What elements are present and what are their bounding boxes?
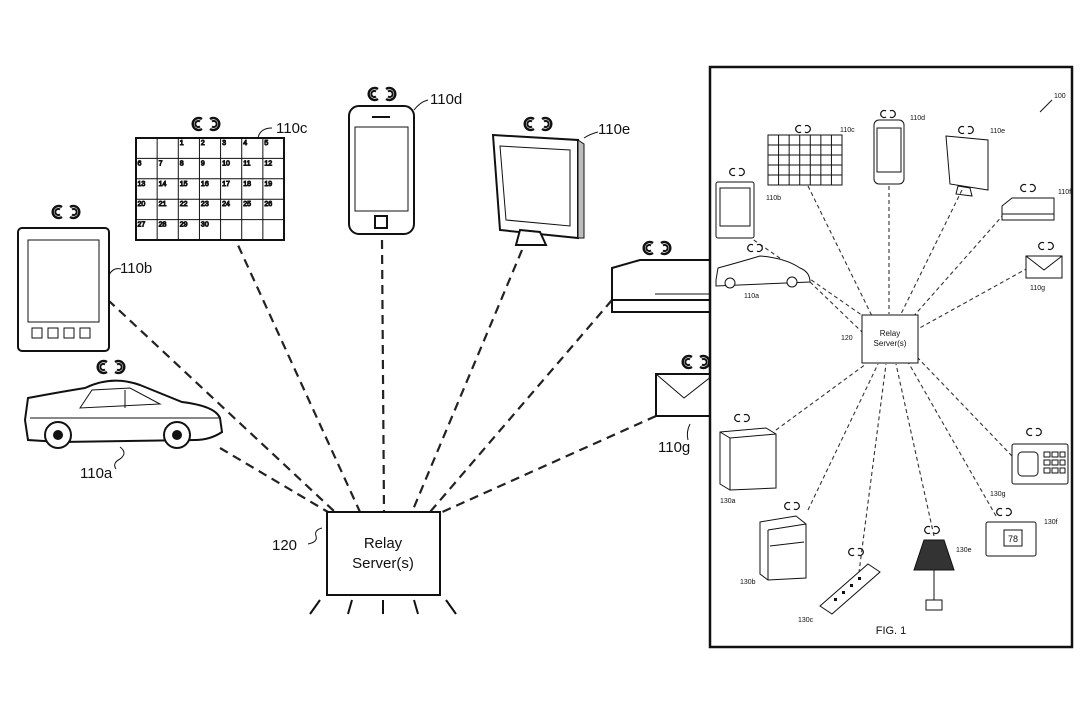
relay-server-ref: 120 [272, 537, 297, 554]
inset-stove-icon: 130b [740, 501, 807, 586]
tablet-ref: 110b [120, 260, 152, 277]
envelope-icon: 110g [655, 354, 713, 456]
inset-power-strip-ref: 130c [798, 617, 814, 624]
inset-stove-ref: 130b [740, 579, 756, 586]
calendar-day: 18 [243, 181, 251, 188]
inset-smartphone-ref: 110d [910, 115, 925, 122]
inset-lamp-icon: 130e [913, 525, 972, 611]
calendar-day: 10 [222, 160, 230, 167]
calendar-day: 25 [243, 201, 251, 208]
corner-ref: 100 [1054, 93, 1066, 100]
relay-server-line2: Server(s) [352, 555, 414, 572]
calendar-day: 8 [180, 160, 184, 167]
calendar-day: 19 [264, 181, 272, 188]
calendar-day: 23 [201, 201, 209, 208]
inset-power-strip-icon: 130c [798, 547, 881, 624]
calendar-day: 30 [201, 222, 209, 229]
inset-envelope-ref: 110g [1030, 285, 1045, 292]
smartphone-icon: 110d [348, 86, 462, 235]
inset-alarm-panel-ref: 130g [990, 491, 1006, 498]
drawer-icon [611, 240, 713, 313]
inset-tablet-icon: 110b [715, 167, 781, 239]
calendar-day: 15 [180, 181, 188, 188]
thermostat-reading: 78 [1008, 534, 1018, 544]
monitor-icon: 110e [491, 116, 630, 246]
tablet-icon: 110b [17, 204, 152, 352]
calendar-day: 16 [201, 181, 209, 188]
inset-relay-ref: 120 [841, 335, 853, 342]
calendar-day: 1 [180, 140, 184, 147]
inset-thermostat-ref: 130f [1044, 519, 1058, 526]
calendar-day: 28 [159, 222, 167, 229]
inset-alarm-panel-icon: 130g [990, 427, 1069, 498]
inset-drawer-ref: 110f [1058, 189, 1071, 196]
inset-tablet-ref: 110b [766, 195, 781, 202]
inset-thermostat-icon: 78 130f [985, 507, 1058, 557]
inset-drawer-icon: 110f [1001, 183, 1071, 221]
smartphone-ref: 110d [430, 91, 462, 108]
calendar-day: 6 [138, 160, 142, 167]
inset-calendar-icon: 110c [767, 124, 855, 186]
relay-server: Relay Server(s) 120 [272, 511, 457, 615]
inset-relay-line1: Relay [880, 329, 900, 338]
inset-connection-lines [747, 185, 1029, 581]
monitor-ref: 110e [598, 121, 630, 138]
figure-inset: Relay Server(s) 120 110b 110a 110c [708, 65, 1074, 649]
inset-relay-server: Relay Server(s) 120 [841, 314, 919, 364]
calendar-day: 17 [222, 181, 230, 188]
calendar-day: 24 [222, 201, 230, 208]
inset-monitor-ref: 110e [990, 128, 1005, 135]
calendar-day: 14 [159, 181, 167, 188]
calendar-day: 3 [222, 140, 226, 147]
calendar-day: 9 [201, 160, 205, 167]
calendar-day: 22 [180, 201, 188, 208]
inset-car-icon: 110a [715, 243, 811, 300]
calendar-ref: 110c [276, 120, 308, 137]
inset-envelope-icon: 110g [1025, 241, 1063, 292]
connection-lines [107, 231, 657, 515]
calendar-day: 12 [264, 160, 272, 167]
envelope-ref: 110g [658, 439, 690, 456]
inset-smartphone-icon: 110d [873, 109, 925, 185]
calendar-day: 7 [159, 160, 163, 167]
calendar-day: 29 [180, 222, 188, 229]
calendar-day: 13 [138, 181, 146, 188]
car-icon: 110a [23, 359, 224, 482]
calendar-day: 26 [264, 201, 272, 208]
calendar-day: 2 [201, 140, 205, 147]
calendar-day: 11 [243, 160, 250, 167]
inset-calendar-ref: 110c [840, 127, 855, 134]
calendar-day: 27 [138, 222, 146, 229]
calendar-day: 21 [159, 201, 167, 208]
inset-monitor-icon: 110e [945, 125, 1005, 197]
calendar-day: 5 [264, 140, 268, 147]
inset-lamp-ref: 130e [956, 547, 972, 554]
inset-car-ref: 110a [744, 293, 759, 300]
figure-label: FIG. 1 [876, 625, 907, 637]
inset-dishwasher-icon: 130a [719, 413, 777, 505]
inset-dishwasher-ref: 130a [720, 498, 736, 505]
inset-relay-line2: Server(s) [874, 339, 907, 348]
calendar-day: 4 [243, 140, 247, 147]
relay-server-line1: Relay [364, 535, 403, 552]
car-ref: 110a [80, 465, 113, 482]
calendar-day: 20 [138, 201, 146, 208]
